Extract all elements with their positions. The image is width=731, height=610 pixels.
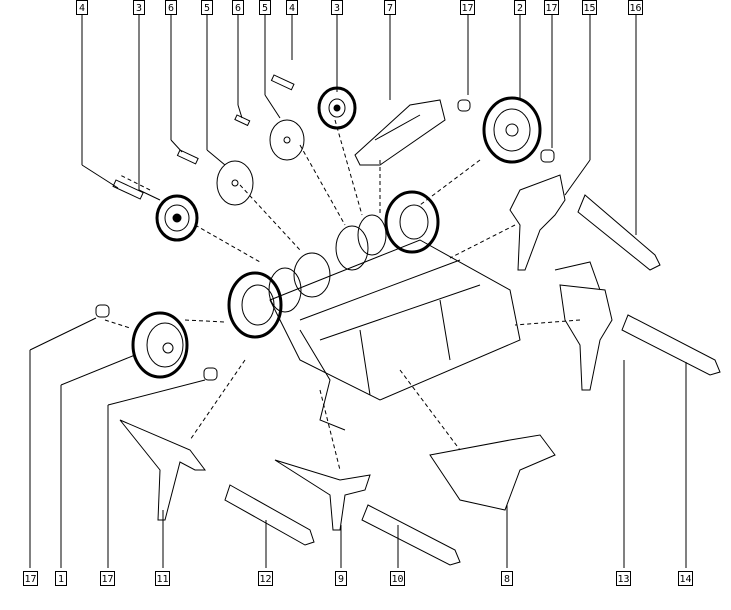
rods [224, 194, 721, 566]
callout-bottom-9: 9 [335, 571, 347, 586]
callout-bottom-8: 8 [501, 571, 513, 586]
callout-top-6a: 6 [165, 0, 177, 15]
callout-top-2: 2 [514, 0, 526, 15]
callout-bottom-11: 11 [155, 571, 170, 586]
leader-lines [29, 14, 687, 568]
callout-bottom-14: 14 [678, 571, 693, 586]
selector-housing [269, 239, 521, 401]
callout-top-6b: 6 [232, 0, 244, 15]
callout-top-16: 16 [628, 0, 643, 15]
gears [131, 86, 542, 379]
callout-top-17a: 17 [460, 0, 475, 15]
callout-top-4b: 4 [286, 0, 298, 15]
callout-top-17b: 17 [544, 0, 559, 15]
assembly-dashed-lines [104, 119, 581, 471]
callout-bottom-17a: 17 [23, 571, 38, 586]
callout-top-3a: 3 [133, 0, 145, 15]
callout-top-4a: 4 [76, 0, 88, 15]
callout-top-3b: 3 [331, 0, 343, 15]
callout-top-5a: 5 [201, 0, 213, 15]
forks [119, 174, 613, 531]
plate [354, 99, 446, 166]
callout-top-5b: 5 [259, 0, 271, 15]
callout-bottom-13: 13 [616, 571, 631, 586]
callout-bottom-1: 1 [55, 571, 67, 586]
callout-bottom-10: 10 [390, 571, 405, 586]
callout-bottom-12: 12 [258, 571, 273, 586]
callout-top-7: 7 [384, 0, 396, 15]
callout-bottom-17b: 17 [100, 571, 115, 586]
pins [112, 74, 295, 200]
callout-top-15: 15 [582, 0, 597, 15]
bushings [95, 99, 555, 381]
